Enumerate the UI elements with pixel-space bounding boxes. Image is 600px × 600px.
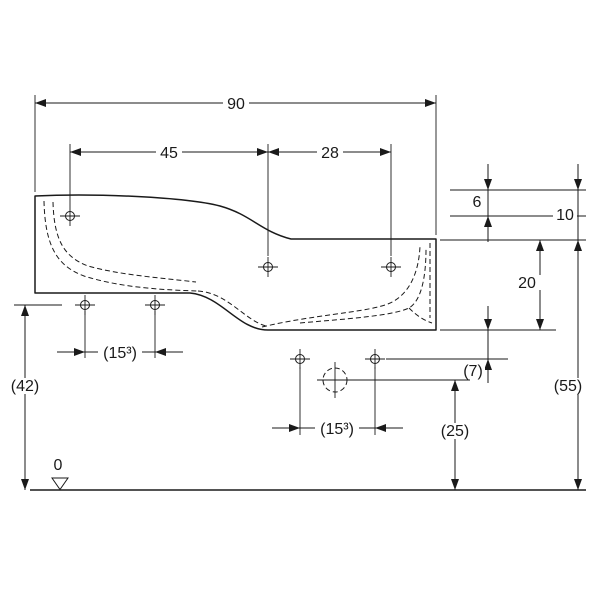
- inner-bowl-dashed-left-inner: [52, 201, 197, 283]
- dimension-28: 28: [268, 144, 392, 256]
- dimension-15-upper: (15³): [57, 311, 183, 362]
- inner-bowl-dashed-right-inner: [299, 248, 427, 324]
- inner-bowl-dashed-right-outer: [261, 245, 421, 328]
- dim-label-20: 20: [518, 275, 536, 292]
- fixing-hole-marker-right-2: [365, 349, 385, 369]
- dim-label-90: 90: [227, 96, 245, 113]
- dim-label-15-lower: (15³): [320, 421, 354, 438]
- dimension-25: (25): [438, 380, 473, 490]
- label-mask: [98, 344, 142, 360]
- label-mask: [468, 194, 486, 208]
- dim-label-15-upper: (15³): [103, 345, 137, 362]
- label-mask: [514, 275, 541, 290]
- dim-label-7: (7): [463, 363, 483, 380]
- label-mask: [460, 363, 485, 378]
- dimension-10: 10: [553, 164, 582, 240]
- dimension-15-lower: (15³): [272, 367, 403, 438]
- drain-hole-marker: [317, 362, 470, 398]
- label-mask: [223, 95, 249, 110]
- dimension-20: 20: [440, 239, 586, 331]
- dimension-55: (55): [551, 240, 586, 490]
- inner-bowl-dashed-right-corner: [408, 307, 433, 324]
- label-mask: [315, 420, 359, 436]
- datum-triangle-icon: [51, 477, 69, 491]
- label-mask: [438, 423, 473, 439]
- dim-label-55: (55): [554, 378, 582, 395]
- deck-hole-marker-right: [381, 257, 401, 277]
- dim-label-10: 10: [556, 207, 574, 224]
- basin-solid-contour: [34, 194, 437, 331]
- dimension-6: 6: [450, 164, 586, 242]
- inner-bowl-dashed-mid: [197, 290, 267, 327]
- dimension-45: 45: [69, 144, 269, 256]
- dim-label-42: (42): [11, 378, 39, 395]
- label-mask: [8, 378, 43, 394]
- dimension-90: 90: [34, 95, 437, 235]
- label-mask: [553, 207, 577, 222]
- tap-hole-marker: [60, 206, 80, 226]
- label-mask: [317, 144, 343, 159]
- label-mask: [156, 144, 182, 159]
- dim-label-25: (25): [441, 423, 469, 440]
- dim-label-6: 6: [473, 194, 482, 211]
- label-mask: [551, 378, 586, 394]
- dimension-7: (7): [386, 306, 508, 383]
- deck-hole-marker-center: [258, 257, 278, 277]
- hole-markers: [60, 206, 470, 398]
- fixing-hole-marker-left-2: [145, 295, 165, 315]
- dim-label-28: 28: [321, 145, 339, 162]
- ground-datum: 0: [30, 457, 586, 491]
- datum-zero-label: 0: [54, 457, 63, 474]
- fixing-hole-marker-right-1: [290, 349, 310, 369]
- basin-outline: [34, 194, 437, 331]
- dimension-42: (42): [8, 304, 62, 490]
- dim-label-45: 45: [160, 145, 178, 162]
- inner-bowl-dashed-left-outer: [43, 200, 199, 292]
